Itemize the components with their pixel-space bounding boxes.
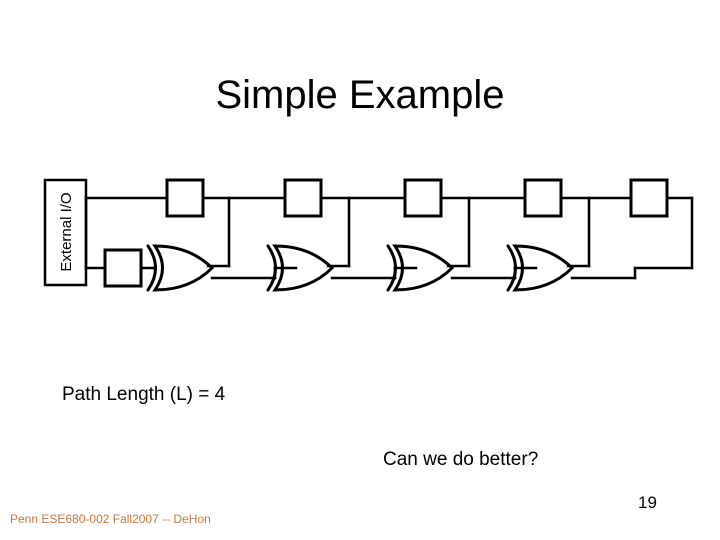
register-top-4 xyxy=(523,178,563,218)
external-io-label: External I/O xyxy=(58,192,75,271)
caption-question: Can we do better? xyxy=(383,449,539,470)
circuit-diagram: External I/O xyxy=(0,160,720,310)
register-bottom-1 xyxy=(103,248,143,288)
circuit-svg: External I/O xyxy=(43,178,694,292)
register-top-1 xyxy=(165,178,205,218)
register-top-2 xyxy=(283,178,323,218)
register-top-5 xyxy=(629,178,669,218)
caption-path-length: Path Length (L) = 4 xyxy=(62,384,226,405)
xor-gate-2 xyxy=(266,244,335,292)
xor-gate-1 xyxy=(146,244,215,292)
register-top-3 xyxy=(403,178,443,218)
tap-wires xyxy=(206,196,591,268)
xor-gate-4 xyxy=(506,244,575,292)
footer-credit: Penn ESE680-002 Fall2007 -- DeHon xyxy=(10,512,211,526)
xor-gate-3 xyxy=(386,244,455,292)
external-io-block: External I/O xyxy=(43,178,88,287)
page-number: 19 xyxy=(638,493,657,512)
xor-gates xyxy=(146,244,575,292)
top-registers xyxy=(165,178,669,218)
bottom-registers xyxy=(103,248,143,288)
page-title: Simple Example xyxy=(215,73,505,117)
